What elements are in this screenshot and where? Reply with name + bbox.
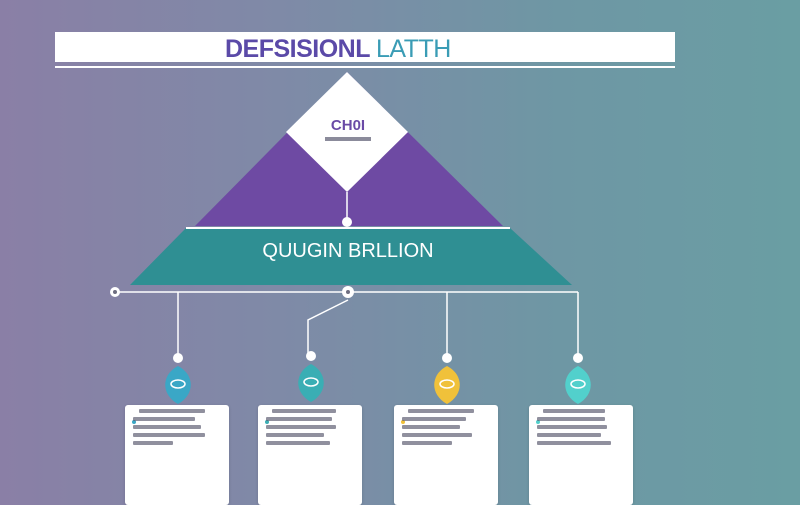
title-bar: DEFSISIONL LATTH [55,32,675,64]
leaf-card-2 [258,405,362,505]
top-connector-dot [342,217,352,227]
branch-dot-left-core [113,290,117,294]
leaf-node-3 [434,353,460,404]
title-part-2: LATTH [376,35,451,63]
middle-node-band [130,228,572,285]
title-part-1: DEFSISIONL [225,35,370,63]
leaf-node-4 [565,353,591,404]
branch-dot-center-core [346,290,350,294]
leaf-card-1 [125,405,229,505]
leaf-connector-2 [307,299,349,356]
page-title: DEFSISIONL LATTH [225,35,451,64]
leaf-card-3 [394,405,498,505]
top-node-label: CH0I [330,117,366,134]
leaf-node-2 [298,351,324,402]
leaf-node-1 [165,353,191,404]
leaf-badge-icon [165,366,191,404]
top-node-sublabel [318,137,378,143]
middle-node-label: QUUGIN BRLLION [262,240,434,262]
top-node-diamond [286,72,408,192]
leaf-badge-icon [565,366,591,404]
title-divider [55,66,675,68]
leaf-card-4 [529,405,633,505]
leaf-badge-icon [298,364,324,402]
leaf-badge-icon [434,366,460,404]
